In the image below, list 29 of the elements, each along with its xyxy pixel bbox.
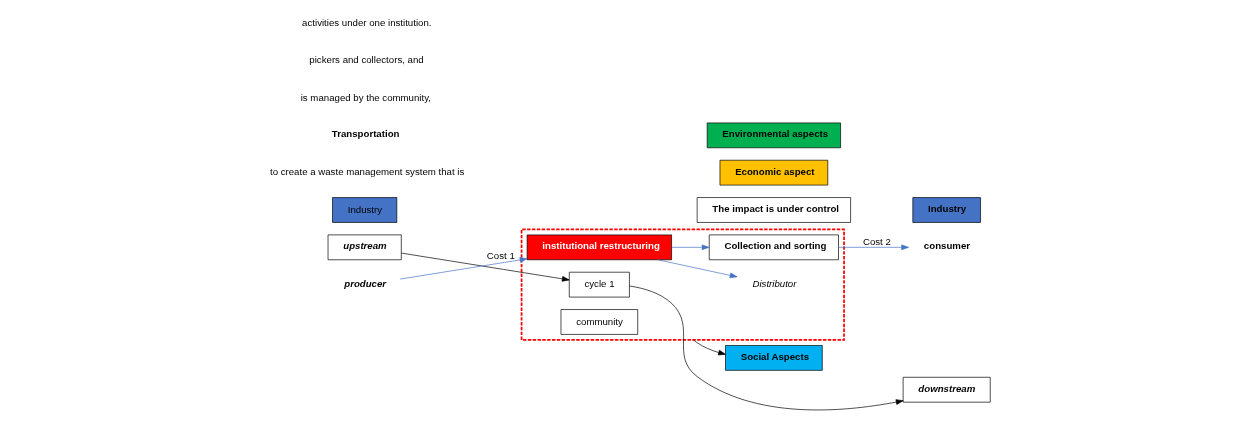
arrow — [838, 244, 909, 251]
node-box: Economic aspect — [719, 159, 829, 186]
edge-label: Cost 1 — [486, 250, 515, 262]
node-box: Social Aspects — [725, 345, 823, 371]
label: Transportation — [331, 128, 400, 140]
node-box: The impact is under control — [696, 197, 851, 223]
node-box: cycle 1 — [568, 271, 630, 298]
arrow — [693, 339, 726, 356]
arrow — [629, 285, 904, 411]
edge-label: Cost 2 — [862, 235, 891, 247]
node-box: community — [560, 309, 639, 335]
label: activities under one institution. — [302, 16, 432, 28]
label: is managed by the community, — [300, 91, 431, 103]
arrow — [657, 259, 738, 279]
node-box: downstream — [902, 376, 991, 403]
arrow — [671, 244, 710, 251]
label: pickers and collectors, and — [309, 54, 424, 66]
arrow — [399, 257, 528, 280]
node-text: Distributor — [752, 277, 797, 289]
node-box: institutional restructuring — [526, 234, 672, 261]
node-box: Industry — [912, 197, 981, 223]
arrow — [401, 252, 570, 282]
node-text: producer — [344, 277, 387, 289]
node-text: consumer — [923, 240, 971, 252]
node-box: Collection and sorting — [708, 234, 839, 261]
node-box: Environmental aspects — [706, 122, 841, 149]
node-box: upstream — [327, 234, 402, 261]
node-box: Industry — [332, 197, 398, 223]
label: to create a waste management system that is — [269, 166, 465, 178]
